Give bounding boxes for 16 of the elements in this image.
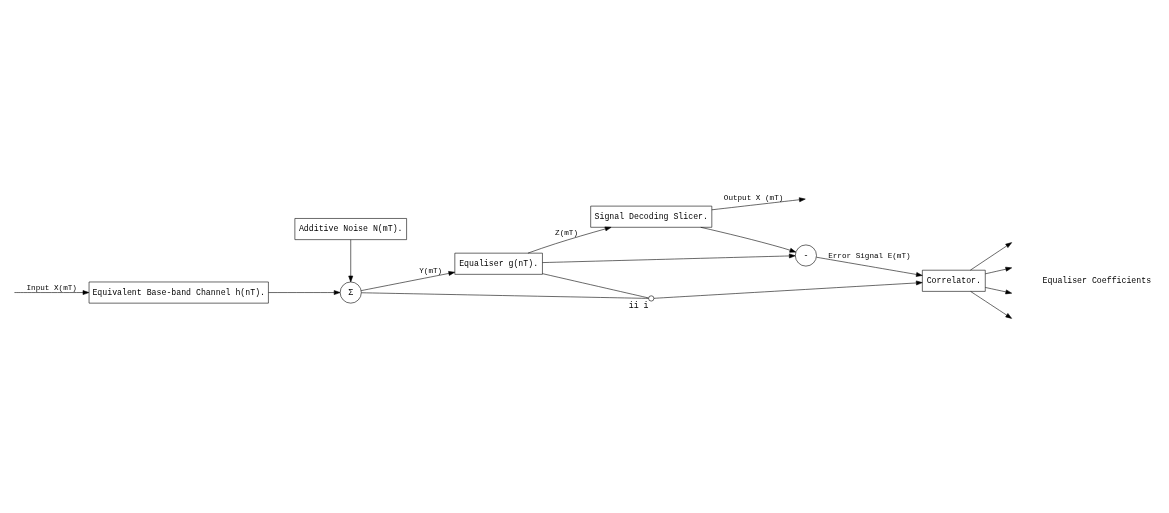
- arrow: [360, 271, 455, 291]
- arrow: [653, 280, 923, 299]
- arrow: [268, 290, 341, 295]
- arrow: [711, 197, 806, 211]
- arrow: [527, 226, 612, 254]
- arrow: [542, 253, 796, 263]
- arrow: [970, 291, 1012, 319]
- arrow: [14, 290, 90, 295]
- arrow: [985, 287, 1012, 295]
- arrow: [700, 227, 797, 253]
- node-circle: [648, 295, 655, 302]
- arrow: [348, 239, 354, 283]
- arrow: [985, 266, 1012, 275]
- arrow: [970, 242, 1012, 271]
- arrow: [816, 256, 923, 277]
- connector: [542, 273, 649, 299]
